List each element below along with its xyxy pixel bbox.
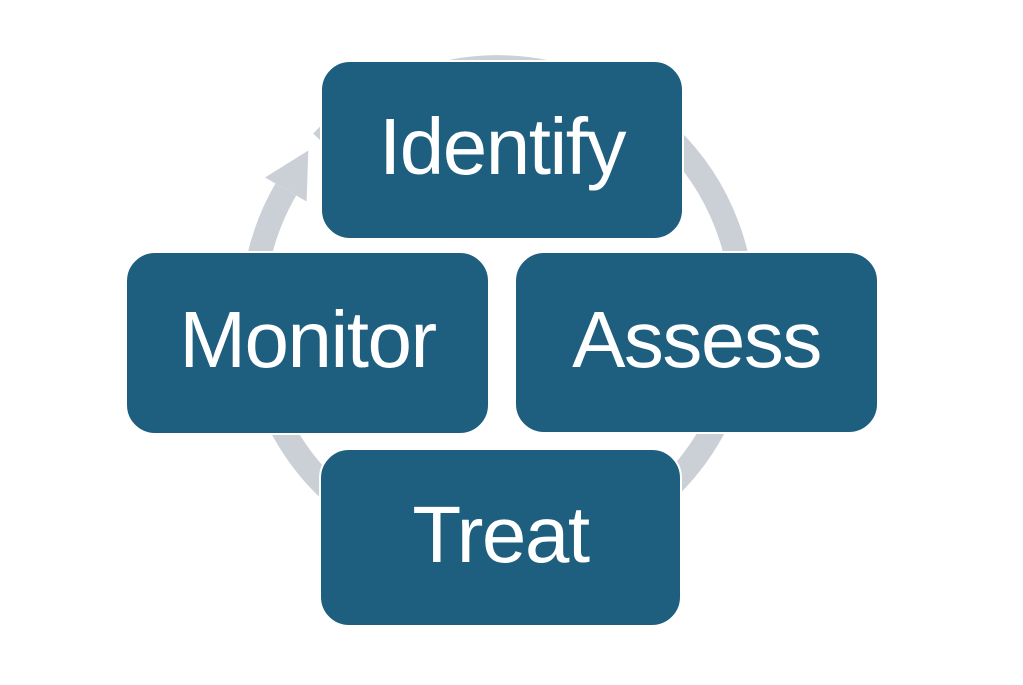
cycle-step-label: Monitor bbox=[179, 295, 437, 384]
cycle-step-label: Assess bbox=[572, 294, 822, 384]
cycle-step-label: Treat bbox=[412, 489, 590, 579]
cycle-step-treat: Treat bbox=[319, 448, 682, 627]
cycle-step-monitor: Monitor bbox=[125, 251, 490, 435]
cycle-step-identify: Identify bbox=[320, 60, 684, 240]
cycle-step-label: Identify bbox=[379, 102, 626, 191]
cycle-step-assess: Assess bbox=[514, 251, 879, 434]
cycle-arrow-head-icon bbox=[265, 150, 309, 202]
